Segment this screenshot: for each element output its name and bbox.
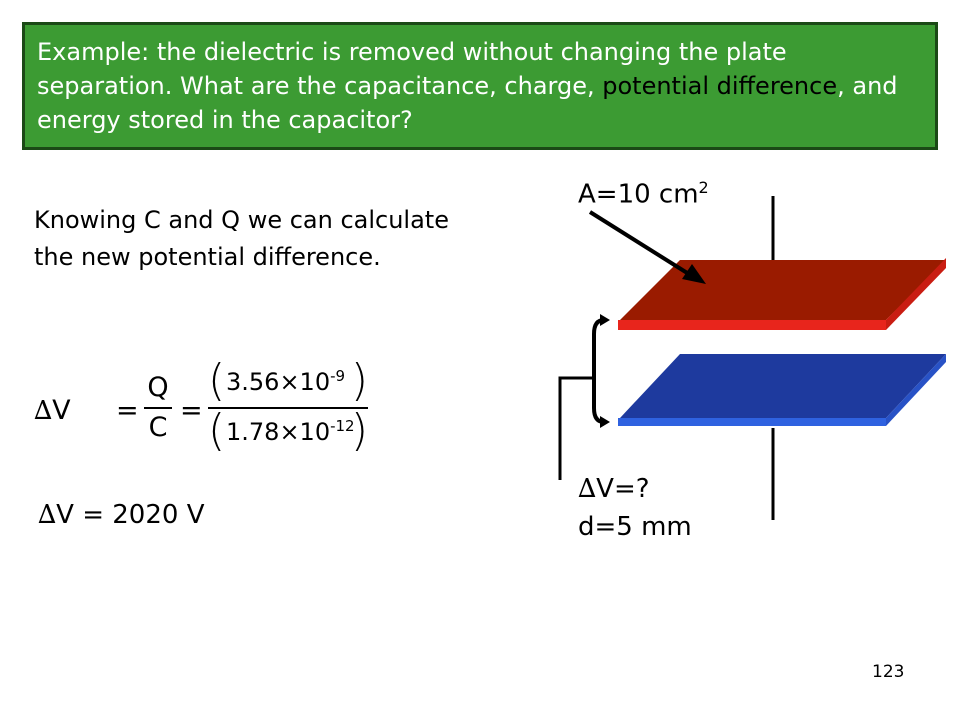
capacitance-mantissa: 1.78	[226, 418, 280, 446]
page-number: 123	[872, 662, 905, 682]
charge-value: 3.56×10-9	[226, 367, 345, 396]
close-paren: )	[350, 405, 368, 456]
capacitor-diagram	[558, 196, 946, 520]
charge-exponent: -9	[330, 367, 346, 385]
fraction-bar	[144, 407, 172, 409]
open-paren: (	[208, 405, 226, 456]
equals-sign: =	[116, 395, 139, 426]
plate-separation-label: d=5 mm	[578, 512, 692, 542]
lhs-variable: V	[52, 395, 71, 426]
area-text: A=10 cm	[578, 179, 699, 210]
close-paren: )	[350, 355, 368, 406]
numeric-fraction-bar	[208, 407, 368, 409]
top-plate-front-edge	[618, 320, 886, 330]
problem-text-accent: potential difference	[602, 72, 838, 100]
result-delta-symbol: ∆	[38, 500, 57, 530]
separation-bracket	[592, 318, 605, 424]
q-over-c-fraction: Q C	[144, 369, 172, 447]
equals-sign-second: =	[180, 395, 203, 426]
top-plate-side-edge	[886, 258, 946, 330]
plate-area-label: A=10 cm2	[578, 178, 709, 210]
fraction-denominator-c: C	[148, 412, 168, 443]
times-ten: ×10	[279, 418, 331, 446]
equation-lhs: ∆V	[34, 395, 71, 426]
explanation-text: Knowing C and Q we can calculate the new…	[34, 206, 449, 271]
bottom-plate-front-edge	[618, 418, 886, 426]
area-exponent: 2	[698, 178, 709, 197]
numerator-charge: ( 3.56×10-9 )	[208, 355, 368, 407]
charge-mantissa: 3.56	[226, 368, 280, 396]
capacitance-value: 1.78×10-12	[226, 417, 355, 446]
capacitance-exponent: -12	[330, 417, 355, 435]
bottom-plate	[620, 354, 946, 418]
separation-leader-line	[558, 376, 594, 480]
denominator-capacitance: ( 1.78×10-12 )	[208, 405, 368, 457]
problem-statement-box: Example: the dielectric is removed witho…	[22, 22, 938, 150]
fraction-numerator-q: Q	[147, 372, 169, 403]
open-paren: (	[208, 355, 226, 406]
result-equation: ∆V = 2020 V	[38, 500, 204, 530]
times-ten: ×10	[279, 368, 331, 396]
top-plate	[620, 260, 946, 320]
area-pointer-arrow	[588, 210, 694, 278]
potential-difference-equation: ∆V = Q C = ( 3.56×10-9 ) ( 1.78×10-12 )	[34, 355, 368, 465]
numeric-fraction: ( 3.56×10-9 ) ( 1.78×10-12 )	[208, 355, 368, 457]
dv-delta-symbol: ∆	[578, 474, 597, 504]
bracket-arrow-bottom	[600, 416, 610, 428]
dv-text: V=?	[596, 474, 650, 504]
delta-symbol: ∆	[34, 396, 53, 426]
bottom-plate-side-edge	[886, 354, 946, 426]
area-arrow-head	[682, 264, 706, 284]
potential-difference-label: ∆V=?	[578, 474, 650, 504]
problem-text-start: Example: the dielectric is removed witho…	[37, 38, 787, 100]
result-text: V = 2020 V	[56, 500, 205, 530]
bracket-arrow-top	[600, 314, 610, 326]
problem-text-end: , and energy stored in the capacitor?	[37, 72, 898, 134]
